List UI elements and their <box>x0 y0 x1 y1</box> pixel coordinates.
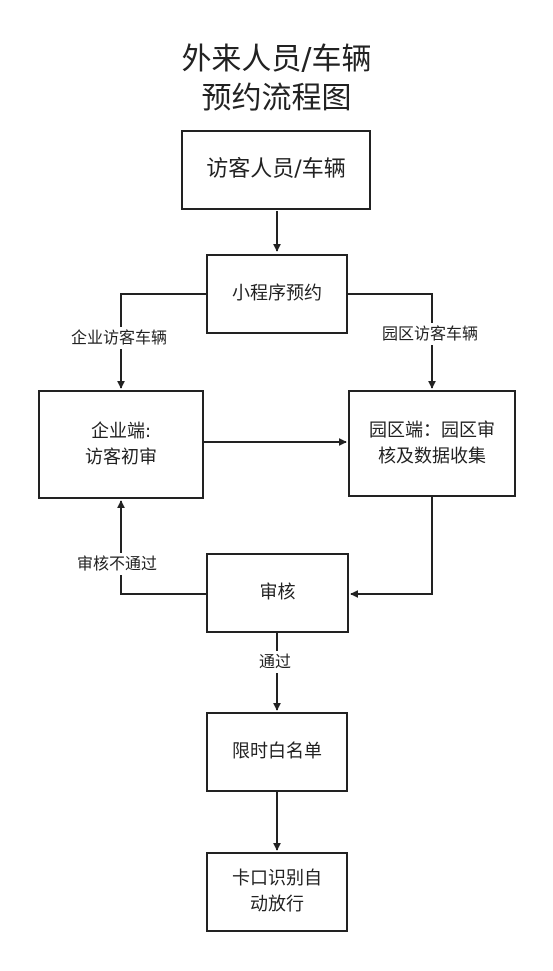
diagram-title-line1: 外来人员/车辆 <box>181 42 372 77</box>
node-miniprogram: 小程序预约 <box>206 254 348 334</box>
edge-label-rejected: 审核不通过 <box>75 553 160 575</box>
edge-review-to-enterprise <box>117 500 206 595</box>
node-gate-line1: 卡口识别自 <box>232 868 322 889</box>
edge-label-park-vehicle: 园区访客车辆 <box>380 323 481 345</box>
edge-miniprogram-to-park <box>348 293 436 389</box>
diagram-title-line2: 预约流程图 <box>201 81 352 116</box>
edge-label-passed: 通过 <box>257 651 294 673</box>
node-visitor: 访客人员/车辆 <box>181 130 371 210</box>
edge-miniprogram-to-enterprise <box>117 293 206 389</box>
node-park-line1: 园区端：园区审 <box>369 419 495 441</box>
node-review: 审核 <box>206 553 349 633</box>
node-gate-release: 卡口识别自 动放行 <box>206 852 348 932</box>
node-park-review: 园区端：园区审 核及数据收集 <box>348 390 516 497</box>
node-enterprise-line1: 企业端: <box>90 420 152 442</box>
edge-label-enterprise-vehicle: 企业访客车辆 <box>69 327 170 349</box>
node-miniprogram-label: 小程序预约 <box>232 283 322 304</box>
node-park-line2: 核及数据收集 <box>378 445 486 467</box>
node-visitor-label: 访客人员/车辆 <box>206 157 346 182</box>
node-whitelist-label: 限时白名单 <box>232 741 322 762</box>
node-review-label: 审核 <box>259 582 296 603</box>
node-whitelist: 限时白名单 <box>206 712 348 792</box>
edge-park-to-review <box>350 497 433 598</box>
node-enterprise-review: 企业端: 访客初审 <box>38 390 204 499</box>
node-gate-line2: 动放行 <box>250 894 304 915</box>
node-enterprise-line2: 访客初审 <box>85 446 157 468</box>
